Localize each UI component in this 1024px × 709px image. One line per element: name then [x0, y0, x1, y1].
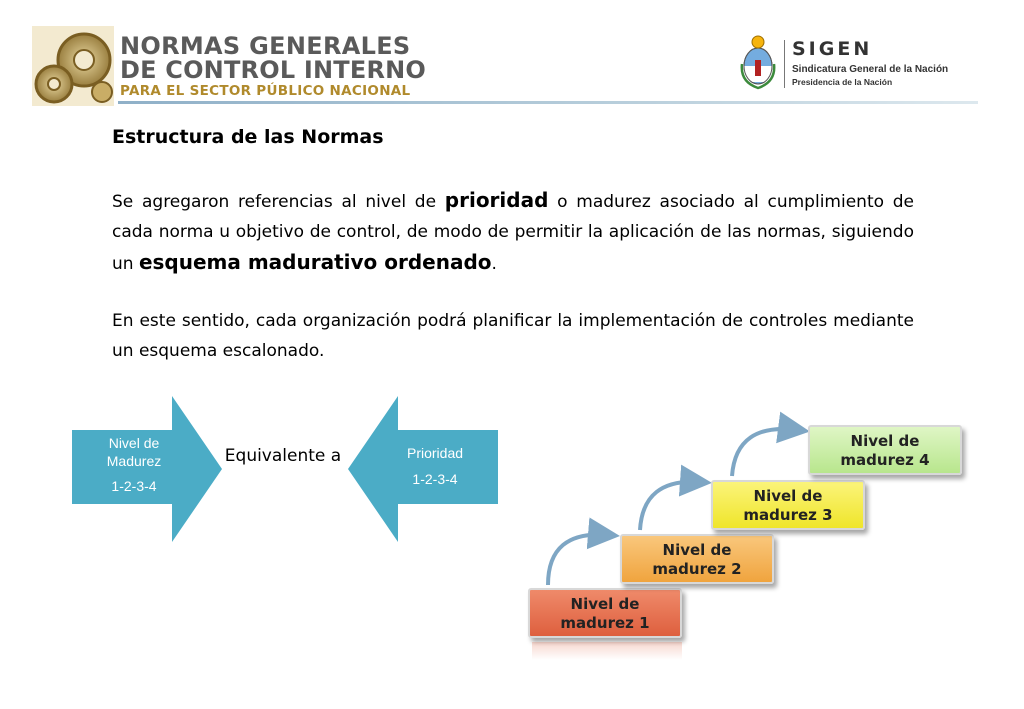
step-maturity-1: Nivel de madurez 1	[528, 588, 682, 638]
step-1-line-1: Nivel de	[570, 595, 640, 613]
curve-arrow-3	[730, 411, 810, 477]
gears-logo-icon	[32, 26, 114, 106]
left-arrow-shape	[348, 396, 498, 542]
sigen-parent: Presidencia de la Nación	[792, 77, 893, 87]
curved-arrows	[546, 411, 810, 586]
step-2-line-1: Nivel de	[662, 541, 732, 559]
right-arrow-values: 1-2-3-4	[412, 471, 458, 487]
p1-text-3: .	[491, 254, 497, 274]
left-arrow-title-2: Madurez	[106, 453, 162, 469]
header: NORMAS GENERALES DE CONTROL INTERNO PARA…	[0, 0, 1024, 110]
left-arrow-values: 1-2-3-4	[111, 478, 157, 494]
curve-arrow-1	[546, 517, 620, 586]
logo-line-3: PARA EL SECTOR PÚBLICO NACIONAL	[120, 83, 411, 99]
left-arrow-label: Nivel de Madurez 1-2-3-4	[84, 434, 184, 495]
maturity-staircase: Nivel de madurez 1 Nivel de madurez 2 Ni…	[518, 410, 988, 660]
step-maturity-3: Nivel de madurez 3	[711, 480, 865, 530]
paragraph-2: En este sentido, cada organización podrá…	[112, 311, 914, 361]
step-maturity-4: Nivel de madurez 4	[808, 425, 962, 475]
step-2-line-2: madurez 2	[652, 560, 742, 578]
right-arrow-label: Prioridad 1-2-3-4	[384, 444, 486, 488]
logo-line-2: DE CONTROL INTERNO	[120, 56, 427, 84]
step-1-line-2: madurez 1	[560, 614, 650, 632]
argentina-emblem-icon	[740, 35, 776, 90]
p1-bold-prioridad: prioridad	[444, 188, 549, 212]
equivalence-text: Equivalente a	[224, 446, 342, 466]
logo-line-1: NORMAS GENERALES	[120, 32, 411, 60]
header-divider	[118, 101, 978, 104]
step-3-line-1: Nivel de	[753, 487, 823, 505]
sigen-full-name: Sindicatura General de la Nación	[792, 64, 949, 75]
right-arrow-shape	[72, 396, 222, 542]
left-arrow-title-1: Nivel de	[108, 435, 160, 451]
p1-bold-esquema: esquema madurativo ordenado	[138, 250, 492, 274]
step-1-reflection	[532, 642, 682, 660]
equivalence-diagram	[72, 396, 498, 542]
step-4-line-2: madurez 4	[840, 451, 930, 469]
p1-text-2: o madurez asociado al cumplimiento de ca…	[112, 192, 914, 274]
step-4-line-1: Nivel de	[850, 432, 920, 450]
step-3-line-2: madurez 3	[743, 506, 833, 524]
p1-text-1: Se agregaron referencias al nivel de	[112, 192, 445, 212]
sigen-logo: SIGEN Sindicatura General de la Nación P…	[740, 34, 970, 94]
curve-arrow-2	[638, 464, 712, 531]
logo-title: NORMAS GENERALES DE CONTROL INTERNO PARA…	[120, 34, 426, 99]
page-title: Estructura de las Normas	[112, 126, 384, 148]
right-arrow-title: Prioridad	[406, 445, 464, 461]
paragraph-1: Se agregaron referencias al nivel de pri…	[112, 185, 914, 279]
sigen-separator	[784, 40, 785, 88]
step-maturity-2: Nivel de madurez 2	[620, 534, 774, 584]
sigen-name: SIGEN	[792, 38, 873, 60]
